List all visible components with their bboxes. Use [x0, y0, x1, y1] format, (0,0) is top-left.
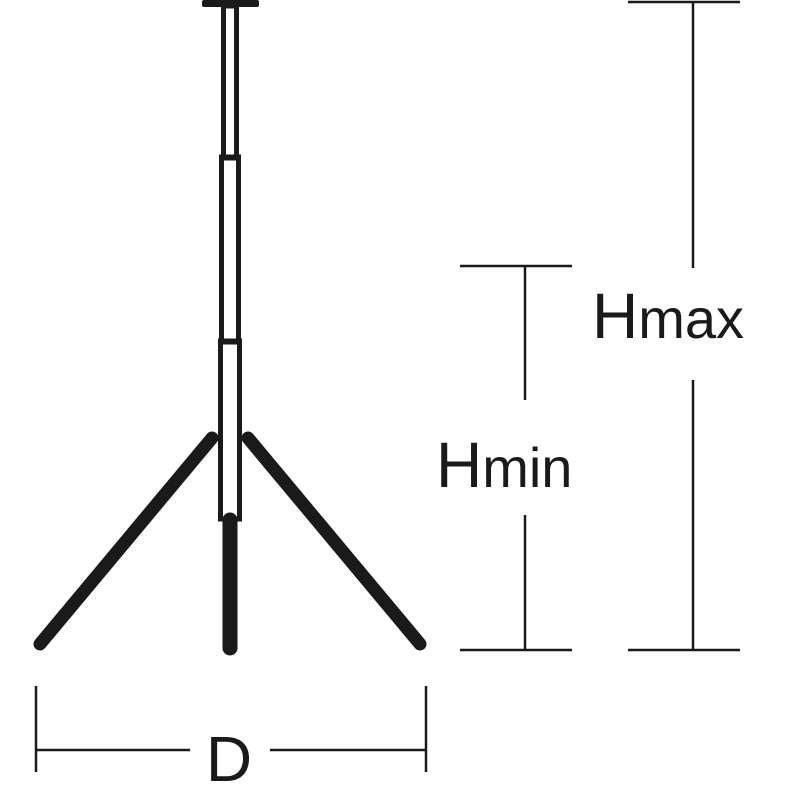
diameter-dimension — [34, 686, 428, 772]
h-max-dimension — [628, 0, 740, 652]
h-min-main: H — [436, 429, 482, 501]
left-leg — [33, 431, 219, 651]
diameter-label: D — [206, 723, 252, 795]
tripod — [33, 0, 427, 656]
h-max-sub: max — [638, 287, 744, 350]
h-min-dimension — [460, 264, 572, 652]
h-max-main: H — [592, 280, 638, 352]
h-min-label: Hmin — [436, 429, 572, 501]
middle-tube — [219, 154, 241, 345]
right-leg — [241, 431, 427, 651]
h-min-sub: min — [482, 436, 572, 499]
lower-tube — [218, 338, 242, 522]
h-max-label: Hmax — [592, 280, 744, 352]
upper-tube — [221, 3, 239, 161]
